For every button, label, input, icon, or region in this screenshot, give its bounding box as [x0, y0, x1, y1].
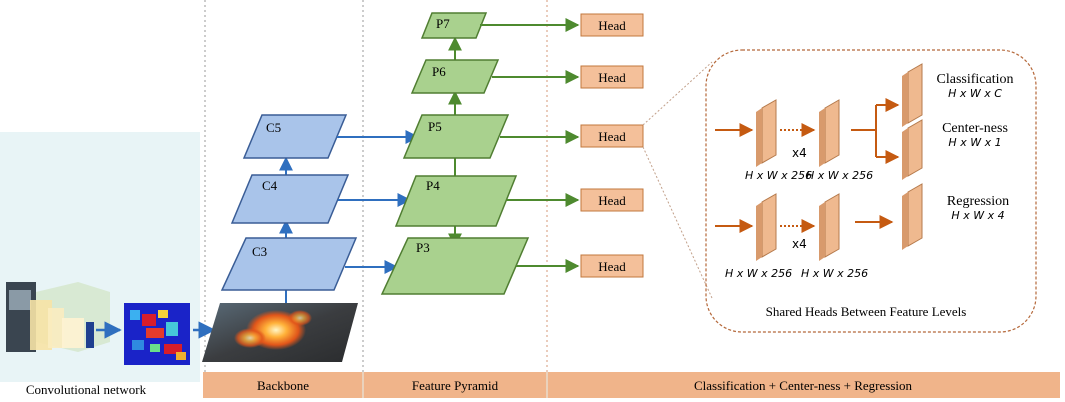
head-box-p5: Head [580, 124, 644, 148]
backbone-level-c4: C4 [230, 174, 350, 224]
footer-heads-label: Classification + Center-ness + Regressio… [694, 378, 913, 393]
head-box-p7: Head [580, 13, 644, 37]
dim-label: H x W x 256 [801, 267, 868, 280]
backbone-levels: C5 C4 C3 [220, 114, 358, 291]
section-dividers [204, 0, 548, 372]
centerness-dim: H x W x 1 [948, 136, 1001, 149]
cls-feature-block-1 [756, 99, 777, 167]
dim-label: H x W x 256 [725, 267, 792, 280]
c4-label: C4 [262, 178, 278, 193]
regression-title: Regression [947, 194, 1009, 209]
backbone-level-c3: C3 [220, 237, 358, 291]
footer-pyramid-label: Feature Pyramid [412, 378, 499, 393]
heatmap-image [124, 303, 216, 365]
pyramid-level-p5: P5 [402, 114, 510, 159]
head-boxes: Head Head Head Head Head [580, 13, 644, 278]
classification-output-block [902, 63, 923, 127]
input-fire-image [202, 303, 358, 362]
pyramid-level-p4: P4 [394, 175, 518, 227]
head-label: Head [598, 129, 626, 144]
head-label: Head [598, 18, 626, 33]
head-label: Head [598, 259, 626, 274]
convnet-illustration [6, 282, 122, 352]
p5-label: P5 [428, 119, 442, 134]
shared-head-detail-panel: x4 H x W x 256 H x W x 256 Classificatio… [705, 49, 1037, 333]
classification-title: Classification [937, 72, 1014, 87]
repeat-label: x4 [792, 146, 807, 160]
pyramid-levels: P7 P6 P5 P4 P3 [380, 12, 530, 295]
c5-label: C5 [266, 120, 281, 135]
convnet-label: Convolutional network [26, 382, 147, 397]
p4-label: P4 [426, 178, 440, 193]
footer-backbone-label: Backbone [257, 378, 309, 393]
head-label: Head [598, 193, 626, 208]
pyramid-level-p7: P7 [420, 12, 488, 39]
zoom-connectors [642, 61, 713, 299]
centerness-output-block [902, 119, 923, 180]
lateral-arrows [337, 130, 420, 274]
c3-label: C3 [252, 244, 267, 259]
head-box-p3: Head [580, 254, 644, 278]
head-arrows [480, 18, 580, 273]
p3-label: P3 [416, 240, 430, 255]
backbone-level-c5: C5 [242, 114, 348, 159]
repeat-label: x4 [792, 237, 807, 251]
footer-bar: Backbone Feature Pyramid Classification … [203, 372, 1060, 398]
shared-heads-caption: Shared Heads Between Feature Levels [766, 304, 967, 319]
p6-label: P6 [432, 64, 446, 79]
head-label: Head [598, 70, 626, 85]
head-box-p6: Head [580, 65, 644, 89]
dim-label: H x W x 256 [745, 169, 812, 182]
centerness-title: Center-ness [942, 121, 1008, 136]
reg-feature-block-2 [819, 193, 840, 261]
pyramid-level-p6: P6 [410, 59, 500, 94]
dim-label: H x W x 256 [806, 169, 873, 182]
regression-dim: H x W x 4 [951, 209, 1004, 222]
pyramid-level-p3: P3 [380, 237, 530, 295]
cls-feature-block-2 [819, 99, 840, 167]
p7-label: P7 [436, 16, 450, 31]
classification-dim: H x W x C [948, 87, 1002, 100]
reg-feature-block-1 [756, 193, 777, 261]
regression-output-block [902, 183, 923, 250]
head-box-p4: Head [580, 188, 644, 212]
